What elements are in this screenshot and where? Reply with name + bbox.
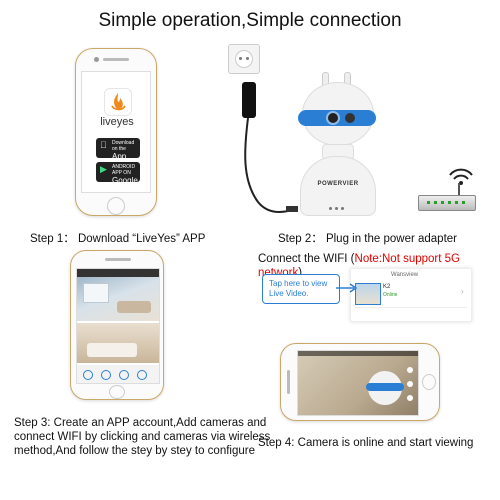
router-leds	[427, 201, 467, 204]
app-name: liveyes	[100, 116, 134, 128]
wifi-signal-icon	[449, 168, 473, 185]
phone-home-button	[107, 197, 125, 215]
wifi-caption-prefix: Connect the WIFI (	[258, 253, 355, 265]
live-view-camera-band	[366, 383, 404, 391]
step1-caption: Step 1： Download “LiveYes” APP	[30, 233, 206, 245]
phone-step4	[280, 343, 440, 421]
phone-screen: liveyes  Download on the App Store ▶ AN…	[81, 71, 151, 193]
socket-face	[235, 50, 253, 68]
phone-speaker	[105, 258, 131, 261]
app-preview-panel: Wansview K2 Online ›	[350, 268, 472, 322]
zoom-out-icon[interactable]	[407, 381, 413, 387]
camera-brand: POWERVIER	[317, 181, 359, 187]
phone-speaker	[287, 370, 290, 394]
power-cable	[244, 117, 298, 213]
wifi-router	[418, 165, 478, 215]
phone-step1: liveyes  Download on the App Store ▶ AN…	[75, 48, 157, 216]
play-icon: ▶	[100, 164, 107, 174]
room-window	[83, 283, 109, 303]
router-body	[418, 195, 476, 211]
camera-indicator-dots	[329, 197, 349, 210]
step3-caption-line1: Step 3: Create an APP account,Add camera…	[14, 417, 267, 429]
device-name: K2	[383, 284, 391, 290]
socket-hole-right	[246, 57, 249, 60]
device-status: Online	[383, 292, 398, 298]
live-view-bedroom[interactable]	[77, 323, 159, 363]
fullscreen-icon[interactable]	[407, 395, 413, 401]
app-store-button[interactable]:  Download on the App Store	[96, 138, 140, 170]
wifi-caption: Connect the WIFI (Note:Not support 5G ne…	[258, 252, 500, 280]
camera-lens	[326, 111, 340, 125]
app-store-line1: Download on the	[112, 140, 135, 152]
camera-band	[298, 110, 376, 126]
talk-icon[interactable]	[119, 370, 129, 380]
camera-ir-led	[345, 113, 355, 123]
callout-arrow	[336, 283, 358, 293]
step4-caption: Step 4: Camera is online and start viewi…	[258, 437, 474, 449]
phone-home-button	[109, 385, 125, 399]
phone-step3	[70, 250, 164, 400]
room-bed	[87, 343, 137, 357]
app-toolbar	[77, 365, 159, 383]
step2-caption: Step 2： Plug in the power adapter	[278, 233, 458, 245]
app-header-title: Wansview	[391, 272, 419, 278]
status-bar	[298, 351, 418, 356]
app-topbar	[77, 269, 159, 277]
settings-icon[interactable]	[137, 370, 147, 380]
google-play-line2: Google play	[112, 176, 138, 193]
step3-caption-line2: connect WIFI by clicking and cameras via…	[14, 431, 271, 443]
live-view-room[interactable]	[77, 277, 159, 321]
video-controls	[406, 367, 416, 407]
page-title: Simple operation,Simple connection	[98, 10, 402, 31]
power-adapter	[242, 82, 256, 118]
phone-screen	[297, 350, 419, 416]
phone-home-button	[422, 374, 436, 390]
list-divider	[355, 307, 467, 308]
google-play-button[interactable]: ▶ ANDROID APP ON Google play	[96, 162, 140, 192]
chevron-right-icon[interactable]: ›	[461, 287, 464, 296]
live-video-callout: Tap here to view Live Video.	[262, 274, 340, 304]
liveyes-app-icon[interactable]	[104, 88, 132, 116]
router-antenna	[458, 183, 460, 195]
snapshot-icon[interactable]	[83, 370, 93, 380]
camera-base: POWERVIER	[300, 156, 376, 216]
wifi-caption-suffix: )	[298, 267, 303, 279]
step3-caption-line3: method,And follow the stey by stey to co…	[14, 445, 255, 457]
phone-speaker	[103, 58, 129, 61]
ip-camera: POWERVIER	[292, 70, 382, 220]
live-view-camera	[366, 371, 404, 405]
step3-caption: Step 3: Create an APP account,Add camera…	[14, 416, 270, 458]
callout-text: Tap here to view Live Video.	[269, 279, 328, 298]
device-thumbnail[interactable]	[355, 283, 381, 305]
room-sofa	[117, 301, 151, 313]
phone-camera	[94, 57, 99, 62]
zoom-in-icon[interactable]	[407, 367, 413, 373]
wall-socket	[228, 44, 260, 74]
apple-icon: 	[100, 141, 107, 150]
socket-hole-left	[239, 57, 242, 60]
phone-screen	[76, 268, 160, 384]
google-play-line1: ANDROID APP ON	[112, 164, 136, 176]
record-icon[interactable]	[101, 370, 111, 380]
